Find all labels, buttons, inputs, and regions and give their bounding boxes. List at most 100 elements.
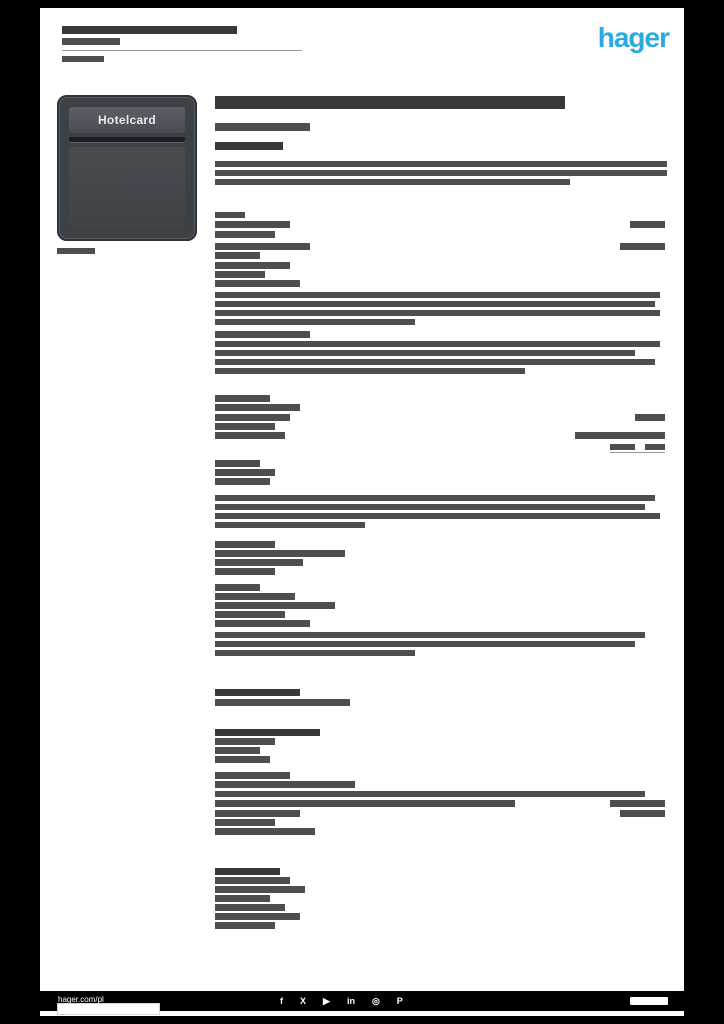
text-line [215, 593, 665, 600]
redacted-text-bar [215, 331, 310, 338]
redacted-text-bar [215, 568, 275, 575]
redacted-text-bar [62, 26, 237, 34]
redacted-text-bar [215, 689, 300, 696]
footer-address-box [57, 1003, 160, 1015]
redacted-text-bar [215, 350, 635, 356]
redacted-text-bar [215, 423, 275, 430]
redacted-text-bar [215, 359, 655, 365]
redacted-text-bar [215, 791, 645, 797]
text-line [215, 96, 665, 109]
youtube-icon[interactable]: ▶ [323, 996, 330, 1006]
hager-logo: hager [597, 22, 670, 53]
text-line [215, 423, 665, 430]
text-line [215, 271, 665, 278]
text-line [215, 331, 665, 338]
text-line [215, 550, 665, 557]
text-line [215, 252, 665, 259]
text-line [215, 747, 665, 754]
redacted-text-bar [62, 38, 120, 45]
redacted-text-bar [215, 729, 320, 736]
device-label-plate: Hotelcard [69, 107, 185, 133]
redacted-text-bar [215, 772, 290, 779]
text-line [215, 729, 665, 736]
text-line [215, 913, 665, 920]
website-link[interactable]: hager.com/pl [58, 995, 104, 1004]
redacted-text-bar [215, 221, 290, 228]
redacted-text-bar [215, 593, 295, 600]
redacted-text-bar [215, 868, 280, 875]
text-line [215, 781, 665, 788]
redacted-text-bar [610, 452, 665, 453]
redacted-text-bar [215, 310, 660, 316]
text-line [215, 495, 665, 528]
facebook-icon[interactable]: f [280, 996, 283, 1006]
text-line [215, 142, 665, 150]
text-line [215, 559, 665, 566]
redacted-text-bar [215, 170, 667, 176]
text-line [215, 584, 665, 591]
redacted-text-bar [215, 810, 300, 817]
redacted-text-bar [215, 301, 655, 307]
redacted-text-bar [630, 221, 665, 228]
text-line [215, 478, 665, 485]
instagram-icon[interactable]: ◎ [371, 996, 380, 1006]
redacted-text-bar [215, 738, 275, 745]
text-line [215, 868, 665, 875]
redacted-text-bar [215, 404, 300, 411]
text-line [215, 341, 665, 374]
text-line [215, 819, 665, 826]
redacted-text-bar [215, 243, 310, 250]
redacted-text-bar [215, 904, 285, 911]
spec-row [215, 243, 665, 250]
redacted-text-bar [57, 248, 95, 254]
redacted-text-bar [215, 414, 290, 421]
redacted-text-bar [215, 271, 265, 278]
text-line [215, 772, 665, 779]
redacted-text-bar [215, 231, 275, 238]
pinterest-icon[interactable]: P [396, 996, 403, 1006]
redacted-text-bar [610, 444, 635, 450]
footer-social-icons: f X ▶ in ◎ P [280, 994, 403, 1008]
redacted-text-bar [215, 650, 415, 656]
spec-row [215, 221, 665, 228]
redacted-text-bar [215, 602, 335, 609]
redacted-text-bar [215, 432, 285, 439]
text-line [215, 689, 665, 696]
redacted-text-bar [610, 800, 665, 807]
product-image: Hotelcard [57, 95, 197, 241]
text-line [62, 26, 302, 34]
x-twitter-icon[interactable]: X [300, 996, 307, 1006]
spec-row [215, 432, 665, 439]
text-line [215, 922, 665, 929]
text-line [215, 404, 665, 411]
text-line [215, 262, 665, 269]
redacted-text-bar [215, 877, 290, 884]
spec-row [215, 810, 665, 817]
text-line [215, 568, 665, 575]
linkedin-icon[interactable]: in [346, 996, 355, 1006]
redacted-text-bar [215, 541, 275, 548]
text-line [215, 395, 665, 402]
text-line [57, 248, 95, 254]
redacted-text-bar [635, 414, 665, 421]
text-line [62, 56, 302, 62]
text-line [215, 460, 665, 467]
redacted-text-bar [645, 444, 665, 450]
text-line [215, 231, 665, 238]
redacted-text-bar [215, 292, 660, 298]
redacted-text-bar [62, 50, 302, 51]
redacted-text-bar [215, 641, 635, 647]
text-line [215, 292, 665, 325]
redacted-text-bar [215, 478, 270, 485]
redacted-text-bar [215, 913, 300, 920]
device-flap [69, 147, 185, 229]
redacted-text-bar [215, 922, 275, 929]
hotel-card-switch-photo: Hotelcard [57, 95, 197, 241]
redacted-text-bar [62, 56, 104, 62]
redacted-text-bar [215, 781, 355, 788]
text-line [215, 161, 667, 185]
redacted-text-bar [215, 96, 565, 109]
text-line [215, 212, 665, 218]
redacted-text-bar [215, 460, 260, 467]
text-line [215, 632, 665, 656]
